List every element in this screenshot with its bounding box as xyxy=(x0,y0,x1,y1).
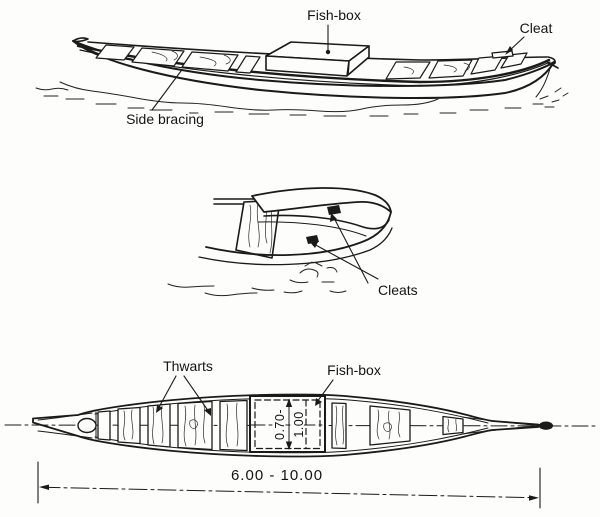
thwart xyxy=(177,400,213,451)
fish-box-front-face xyxy=(265,55,350,77)
fish-box-side-face xyxy=(347,45,370,76)
detail-strip-lower xyxy=(257,221,367,237)
thwarts-leader-line-2 xyxy=(183,375,210,413)
detail-water-lines xyxy=(167,261,347,297)
side-fish-box-label: Fish-box xyxy=(307,7,361,23)
fish-box-width-value-2: 1.00 xyxy=(292,411,306,437)
fish-box-width-arrow-up xyxy=(285,398,293,407)
overall-length-value: 6.00 - 10.00 xyxy=(231,467,323,484)
side-view-drawing: Fish-box Cleat Side bracing xyxy=(35,5,569,129)
plan-thwarts-label: Thwarts xyxy=(163,358,213,374)
length-arrow-right xyxy=(529,495,539,501)
cleat-leader-arrowhead xyxy=(505,46,513,55)
side-plank-grain xyxy=(151,50,470,75)
plan-taper-lines xyxy=(37,412,539,439)
side-bracing-label: Side bracing xyxy=(126,111,204,127)
fish-box-width-value-1: 0.70- xyxy=(273,409,287,440)
thwarts-leader-arrowhead-1 xyxy=(156,405,163,413)
side-deck-planks xyxy=(95,44,528,80)
cleats-leader-arrowhead-1 xyxy=(330,213,337,222)
thwart xyxy=(97,410,111,441)
plan-fish-box-label: Fish-box xyxy=(327,362,381,378)
side-hull-outline xyxy=(72,40,555,100)
plan-fish-box-dashed-outline xyxy=(254,399,321,450)
length-arrow-left xyxy=(39,484,49,490)
prow-detail-drawing: Cleats xyxy=(167,187,420,300)
side-fish-box xyxy=(265,41,370,77)
side-cleat xyxy=(491,50,514,59)
thwart xyxy=(331,402,347,450)
detail-sheer-line xyxy=(205,211,392,257)
plan-view-drawing: 0.70- 1.00 Thwarts Fish-box 6.00 - 10.00 xyxy=(4,356,596,509)
detail-horn-upper xyxy=(251,187,392,213)
side-bracing-leader-line xyxy=(151,70,182,111)
plan-fish-box-leader-line xyxy=(316,379,334,403)
thwart xyxy=(117,406,141,445)
fish-box-leader-dot xyxy=(325,49,331,55)
detail-hull-bottom xyxy=(198,227,393,266)
thwart xyxy=(442,415,464,436)
side-far-gunwale xyxy=(87,41,548,61)
detail-horn-strip xyxy=(263,214,390,230)
thwarts-leader-line-1 xyxy=(157,375,177,410)
stern-trailing-line xyxy=(535,64,552,98)
thwarts-leader-arrowhead-2 xyxy=(204,408,211,416)
side-water-lines xyxy=(35,81,569,117)
cleats-leader-line-2 xyxy=(311,242,379,280)
plan-thwart-grain xyxy=(123,402,458,448)
plan-thwarts xyxy=(97,399,464,452)
thwart xyxy=(369,405,411,446)
detail-cleat-upper xyxy=(327,205,341,215)
side-cleat-label: Cleat xyxy=(520,20,553,36)
cleats-leader-line-1 xyxy=(332,215,369,284)
cleats-leader-arrowhead-2 xyxy=(309,241,318,248)
plan-bow-bulb xyxy=(77,417,97,434)
detail-cleats-label: Cleats xyxy=(378,282,418,298)
plan-stern-bulb xyxy=(539,421,553,430)
plan-centerline xyxy=(4,424,596,427)
stern-horn xyxy=(546,56,559,69)
thwart xyxy=(219,399,248,452)
length-dimension-line xyxy=(41,486,537,499)
plan-fish-box-leader-arrowhead xyxy=(315,398,322,406)
fish-box-width-arrow-down xyxy=(285,441,293,450)
